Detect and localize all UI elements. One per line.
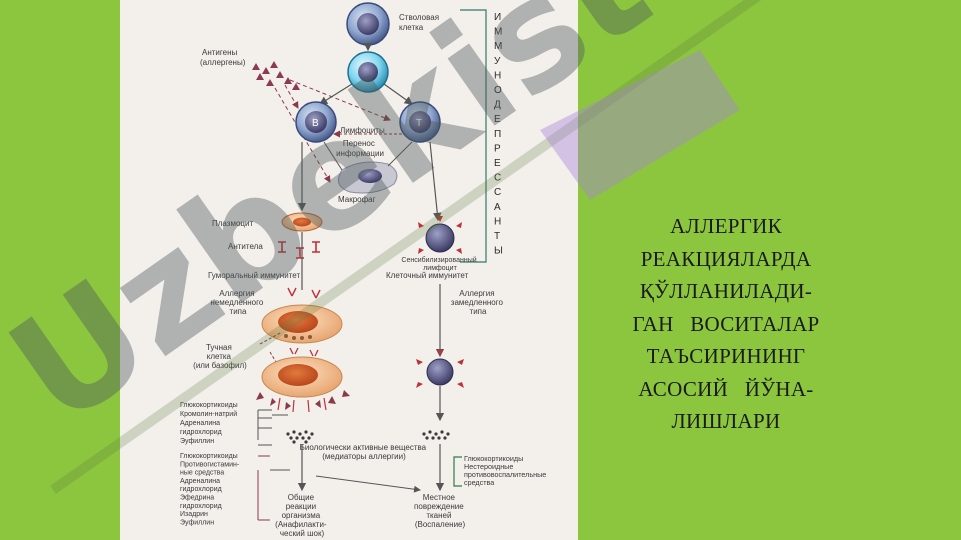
antibody-bridges (289, 347, 319, 357)
title-line: ЛИШЛАРИ (671, 409, 781, 433)
list-item: Эуфиллин (180, 519, 214, 526)
mediators-label: Биологически активные вещества (медиатор… (300, 443, 429, 461)
right-drug-list: ГлюкокортикоидыНестероидныепротивовоспал… (464, 454, 546, 487)
list-item: Глюкокортикоиды (180, 453, 238, 460)
slide-title: АЛЛЕРГИК РЕАКЦИЯЛАРДА ҚЎЛЛАНИЛАДИ- ГАН В… (592, 210, 860, 438)
local-damage-label: Местное повреждение тканей (Воспаление) (414, 493, 466, 529)
list-item: У (494, 56, 501, 67)
list-item: Кромолин-натрий (180, 410, 237, 418)
allergy-delayed-label: Аллергия замедленного типа (451, 289, 505, 316)
mast-cell-label: Тучная клетка (или базофил) (193, 343, 247, 370)
antigens-label: Антигены (аллергены) (200, 48, 246, 67)
antibodies-lower (287, 287, 321, 299)
list-item: Ы (494, 246, 503, 257)
macrophage (337, 161, 398, 194)
mast-cell-degranulating (256, 356, 350, 413)
list-item: Эфедрина (180, 495, 214, 502)
allergy-immediate-label: Аллергия немедленного типа (210, 289, 265, 316)
list-item: Е (494, 158, 501, 169)
cellular-immunity-label: Клеточный иммунитет (386, 271, 469, 280)
title-line: АСОСИЙ ЙЎНА- (638, 376, 814, 401)
stem-cell-label: Стволовая клетка (399, 13, 441, 32)
mediators-dots (286, 430, 450, 444)
list-item: С (494, 173, 501, 184)
list-item: средства (464, 478, 494, 487)
list-item: И (494, 12, 501, 23)
sensitized-lymphocyte-activated (416, 350, 464, 388)
t-letter: T (416, 118, 422, 129)
stem-cell (346, 2, 390, 46)
list-item: Н (494, 216, 501, 227)
lymphocytes-label: Лимфоциты (340, 126, 385, 135)
list-item: А (494, 202, 501, 213)
list-item: П (494, 129, 501, 140)
list-item: гидрохлорид (180, 429, 222, 436)
allergy-pathway-diagram: Стволовая клетка Антигены (аллергены) (180, 2, 546, 538)
list-item: Д (494, 100, 501, 111)
list-item: О (494, 85, 502, 96)
title-line: ГАН ВОСИТАЛАР (632, 311, 820, 336)
list-item: М (494, 41, 502, 52)
list-item: Изадрин (180, 511, 208, 518)
plasmocyte-label: Плазмоцит (212, 219, 253, 228)
list-item: противовоспалительные (464, 470, 546, 479)
list-item: Н (494, 70, 501, 81)
antigen-particles (252, 61, 300, 90)
list-item: гидрохлорид (180, 486, 222, 493)
title-line: АЛЛЕРГИК (670, 214, 782, 238)
sensitized-lymphocyte (418, 216, 462, 254)
list-item: Адреналина (180, 478, 220, 485)
title-line: ҚЎЛЛАНИЛАДИ- (639, 279, 813, 303)
list-item: гидрохлорид (180, 503, 222, 510)
b-lymphocyte: B (295, 101, 337, 143)
list-item: ные средства (180, 470, 224, 477)
macrophage-label: Макрофаг (338, 195, 376, 204)
progenitor-cell (347, 51, 389, 93)
list-item: М (494, 27, 502, 38)
plasmocyte (281, 212, 323, 232)
list-item: Р (494, 143, 501, 154)
antibodies-icons (278, 241, 320, 259)
immunodepressants-bracket (460, 9, 487, 263)
title-line: ТАЪСИРИНИНГ (646, 344, 806, 368)
t-lymphocyte: T (399, 101, 441, 143)
general-reactions-label: Общие реакции организма (Анафилакти- чес… (275, 493, 329, 538)
antibodies-label: Антитела (228, 242, 263, 251)
title-line: РЕАКЦИЯЛАРДА (640, 246, 812, 271)
humoral-immunity-label: Гуморальный иммунитет (208, 271, 300, 280)
sensitized-lymphocyte-label: Сенсибилизированный лимфоцит (401, 256, 478, 272)
list-item: Глюкокортикоиды (464, 454, 523, 463)
list-item: Глюкокортикоиды (180, 402, 238, 409)
left-drug-list-top: ГлюкокортикоидыКромолин-натрийАдреналина… (180, 402, 238, 445)
info-transfer-label: Перенос информации (336, 139, 384, 158)
list-item: Нестероидные (464, 462, 513, 471)
diagram-panel: Стволовая клетка Антигены (аллергены) (120, 0, 578, 540)
b-letter: B (312, 118, 319, 129)
list-item: Адреналина (180, 420, 220, 427)
list-item: Противогистамин- (180, 461, 240, 468)
list-item: Т (494, 231, 500, 242)
list-item: С (494, 187, 501, 198)
right-drug-bracket (453, 456, 462, 487)
list-item: Е (494, 114, 501, 125)
list-item: Эуфиллин (180, 438, 214, 445)
mast-cell-before (261, 304, 343, 344)
